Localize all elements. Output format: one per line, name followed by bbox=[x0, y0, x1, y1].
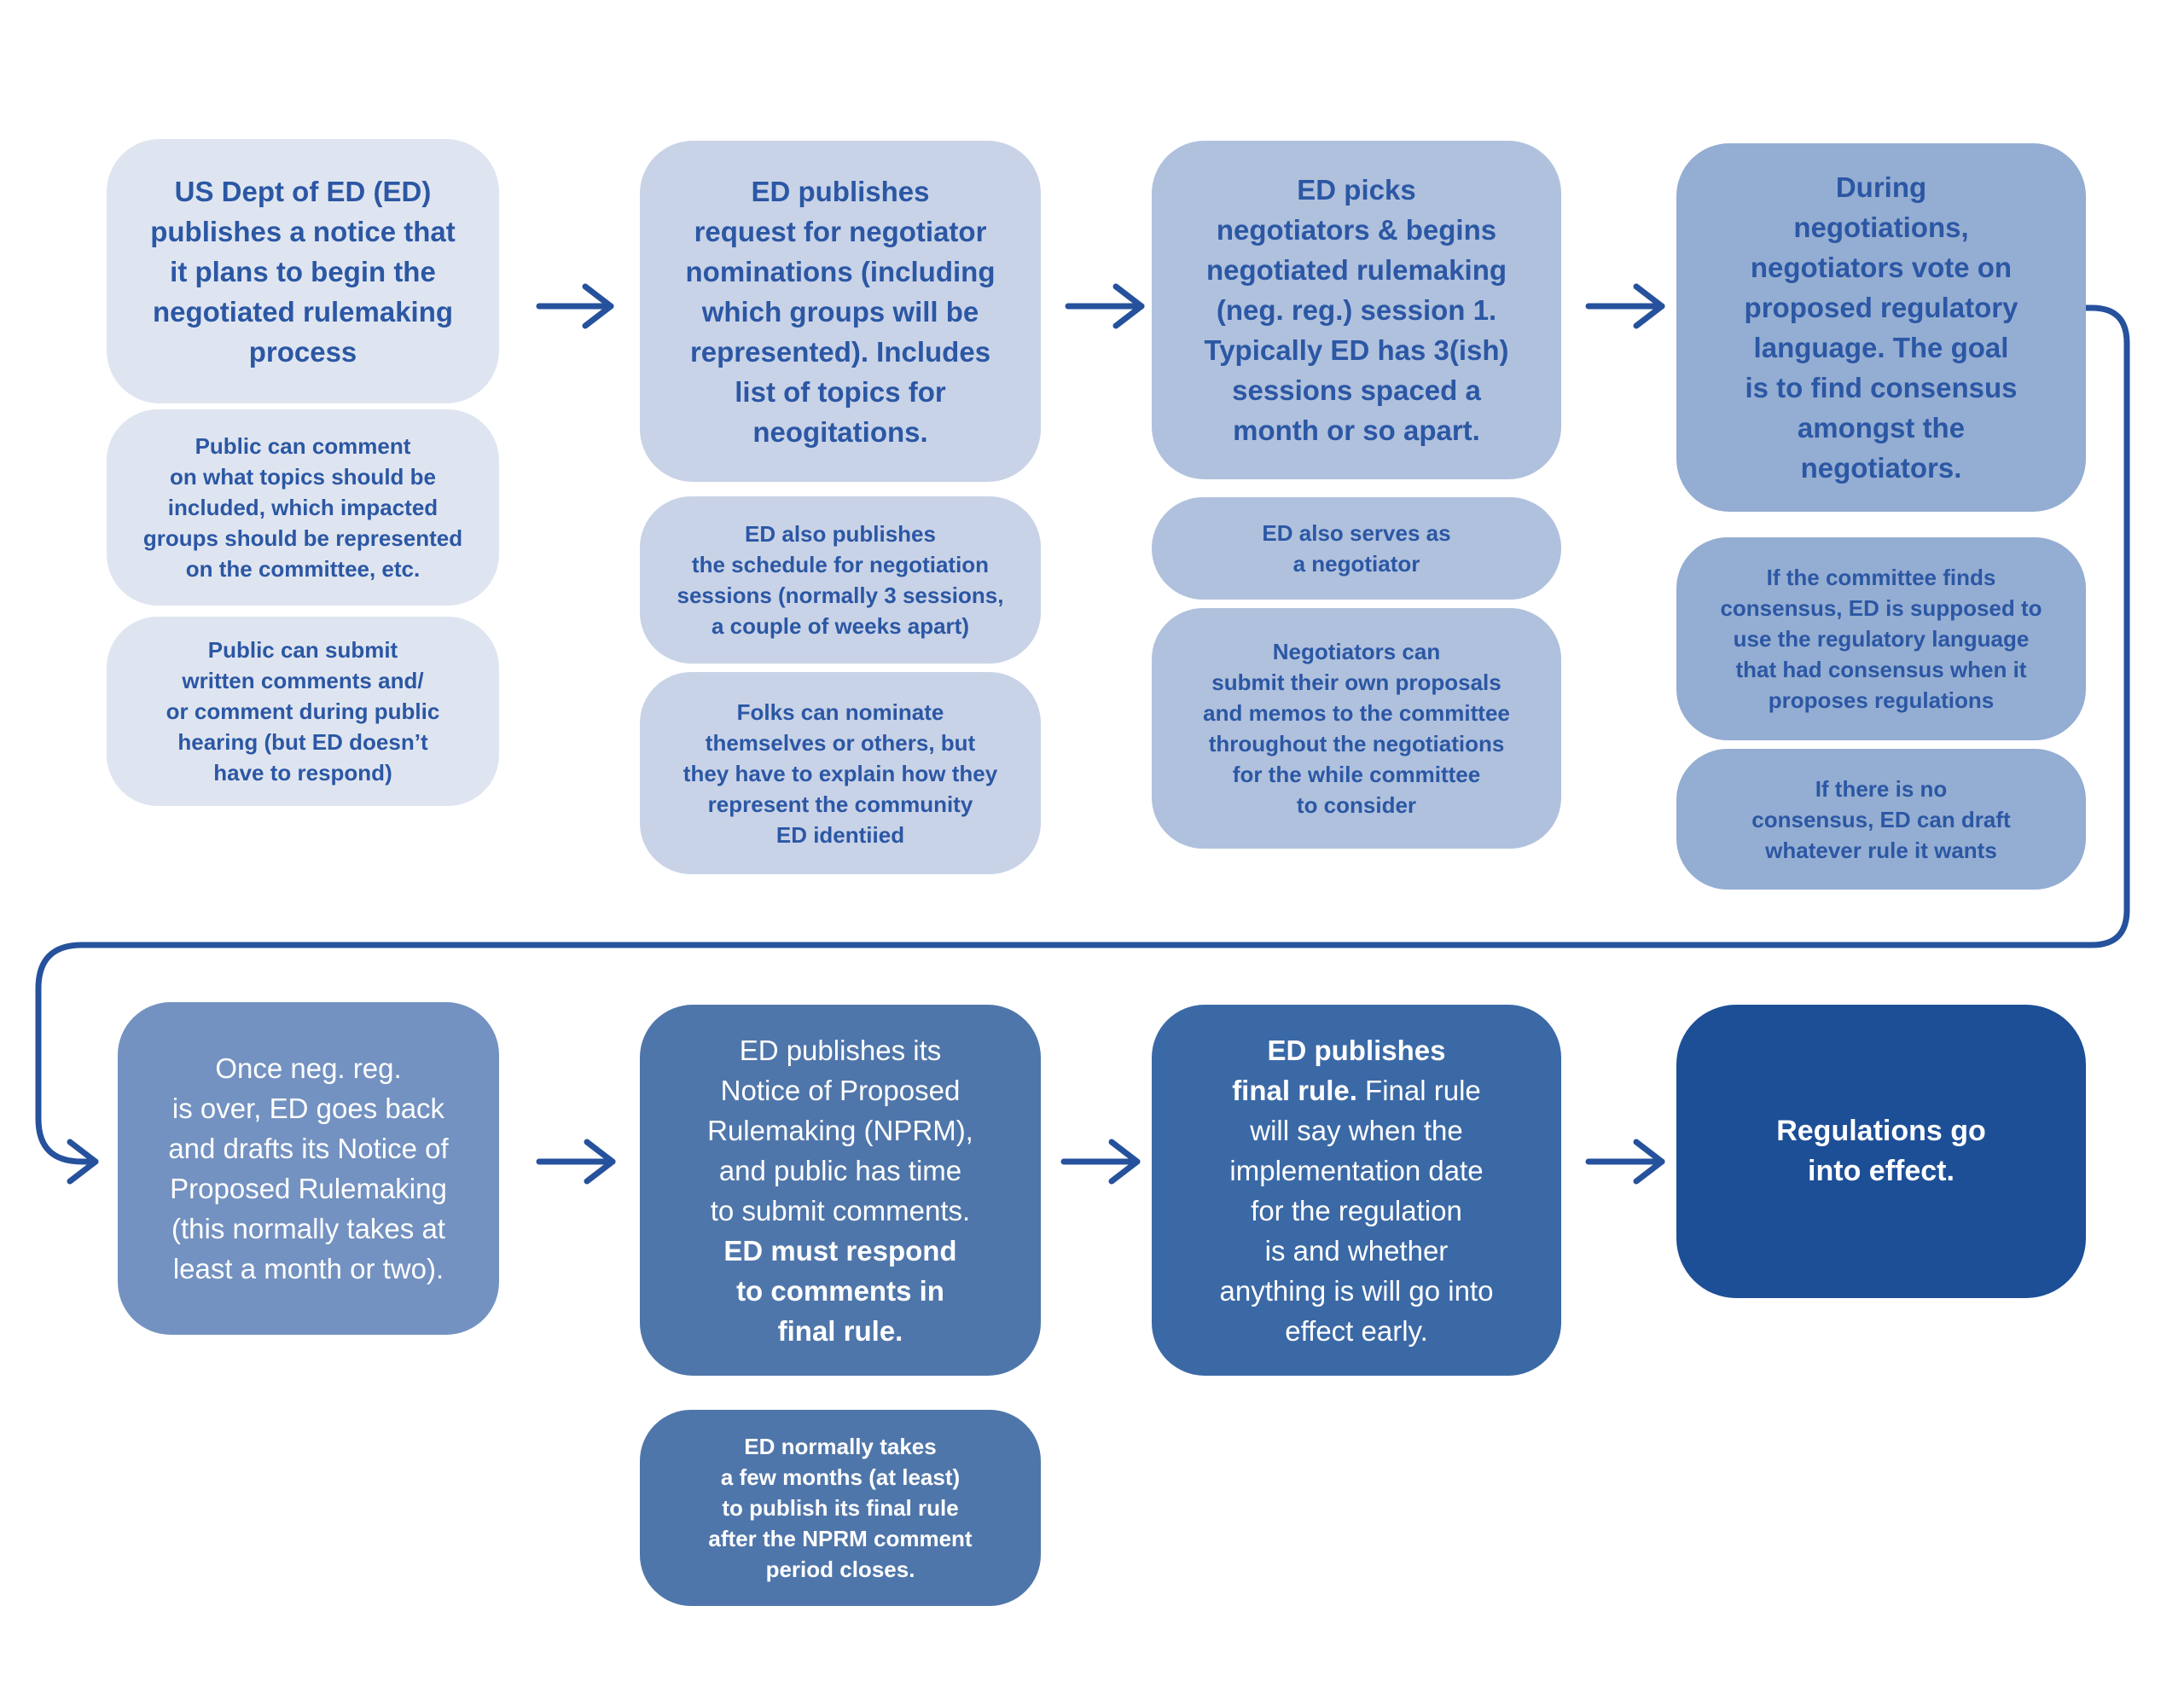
box-publish-final-rule-text: ED publishes final rule. Final rule will… bbox=[1219, 1030, 1493, 1351]
note-public-comment-topics: Public can comment on what topics should… bbox=[107, 409, 499, 606]
note-ed-negotiator: ED also serves as a negotiator bbox=[1152, 497, 1561, 600]
box-picks-negotiators: ED picks negotiators & begins negotiated… bbox=[1152, 141, 1561, 479]
note-final-rule-timing-text: ED normally takes a few months (at least… bbox=[708, 1434, 973, 1582]
box-regulations-effect: Regulations go into effect. bbox=[1676, 1005, 2086, 1298]
box-ed-notice-text: US Dept of ED (ED) publishes a notice th… bbox=[150, 175, 456, 368]
note-self-nomination: Folks can nominate themselves or others,… bbox=[640, 672, 1041, 874]
note-public-written-comments: Public can submit written comments and/ … bbox=[107, 617, 499, 806]
box-negotiations-vote: During negotiations, negotiators vote on… bbox=[1676, 143, 2086, 512]
final-rule-bold: ED publishes final rule. bbox=[1232, 1034, 1446, 1106]
box-picks-negotiators-text: ED picks negotiators & begins negotiated… bbox=[1204, 174, 1509, 446]
box-negotiations-vote-text: During negotiations, negotiators vote on… bbox=[1744, 171, 2018, 484]
box-draft-nprm: Once neg. reg. is over, ED goes back and… bbox=[118, 1002, 499, 1335]
note-public-comment-topics-text: Public can comment on what topics should… bbox=[142, 433, 463, 582]
note-final-rule-timing: ED normally takes a few months (at least… bbox=[640, 1410, 1041, 1606]
note-consensus-language: If the committee finds consensus, ED is … bbox=[1676, 537, 2086, 740]
note-session-schedule: ED also publishes the schedule for negot… bbox=[640, 496, 1041, 664]
note-no-consensus-text: If there is no consensus, ED can draft w… bbox=[1751, 775, 2011, 863]
note-session-schedule-text: ED also publishes the schedule for negot… bbox=[677, 521, 1004, 639]
box-publish-final-rule: ED publishes final rule. Final rule will… bbox=[1152, 1005, 1561, 1376]
box-ed-notice: US Dept of ED (ED) publishes a notice th… bbox=[107, 139, 499, 403]
box-regulations-effect-text: Regulations go into effect. bbox=[1776, 1115, 1986, 1187]
box-publish-nprm: ED publishes its Notice of Proposed Rule… bbox=[640, 1005, 1041, 1376]
note-self-nomination-text: Folks can nominate themselves or others,… bbox=[682, 699, 998, 848]
final-rule-regular: Final rule will say when the implementat… bbox=[1219, 1074, 1494, 1347]
publish-nprm-regular: ED publishes its Notice of Proposed Rule… bbox=[707, 1034, 973, 1226]
note-public-written-comments-text: Public can submit written comments and/ … bbox=[166, 637, 440, 786]
box-draft-nprm-text: Once neg. reg. is over, ED goes back and… bbox=[168, 1052, 449, 1284]
note-consensus-language-text: If the committee finds consensus, ED is … bbox=[1720, 565, 2042, 713]
box-request-nominations: ED publishes request for negotiator nomi… bbox=[640, 141, 1041, 482]
box-request-nominations-text: ED publishes request for negotiator nomi… bbox=[685, 175, 996, 448]
note-negotiator-proposals: Negotiators can submit their own proposa… bbox=[1152, 608, 1561, 849]
publish-nprm-bold: ED must respond to comments in final rul… bbox=[723, 1234, 957, 1347]
note-negotiator-proposals-text: Negotiators can submit their own proposa… bbox=[1203, 639, 1510, 818]
box-publish-nprm-text: ED publishes its Notice of Proposed Rule… bbox=[707, 1030, 973, 1351]
note-no-consensus: If there is no consensus, ED can draft w… bbox=[1676, 749, 2086, 890]
note-ed-negotiator-text: ED also serves as a negotiator bbox=[1262, 520, 1451, 577]
